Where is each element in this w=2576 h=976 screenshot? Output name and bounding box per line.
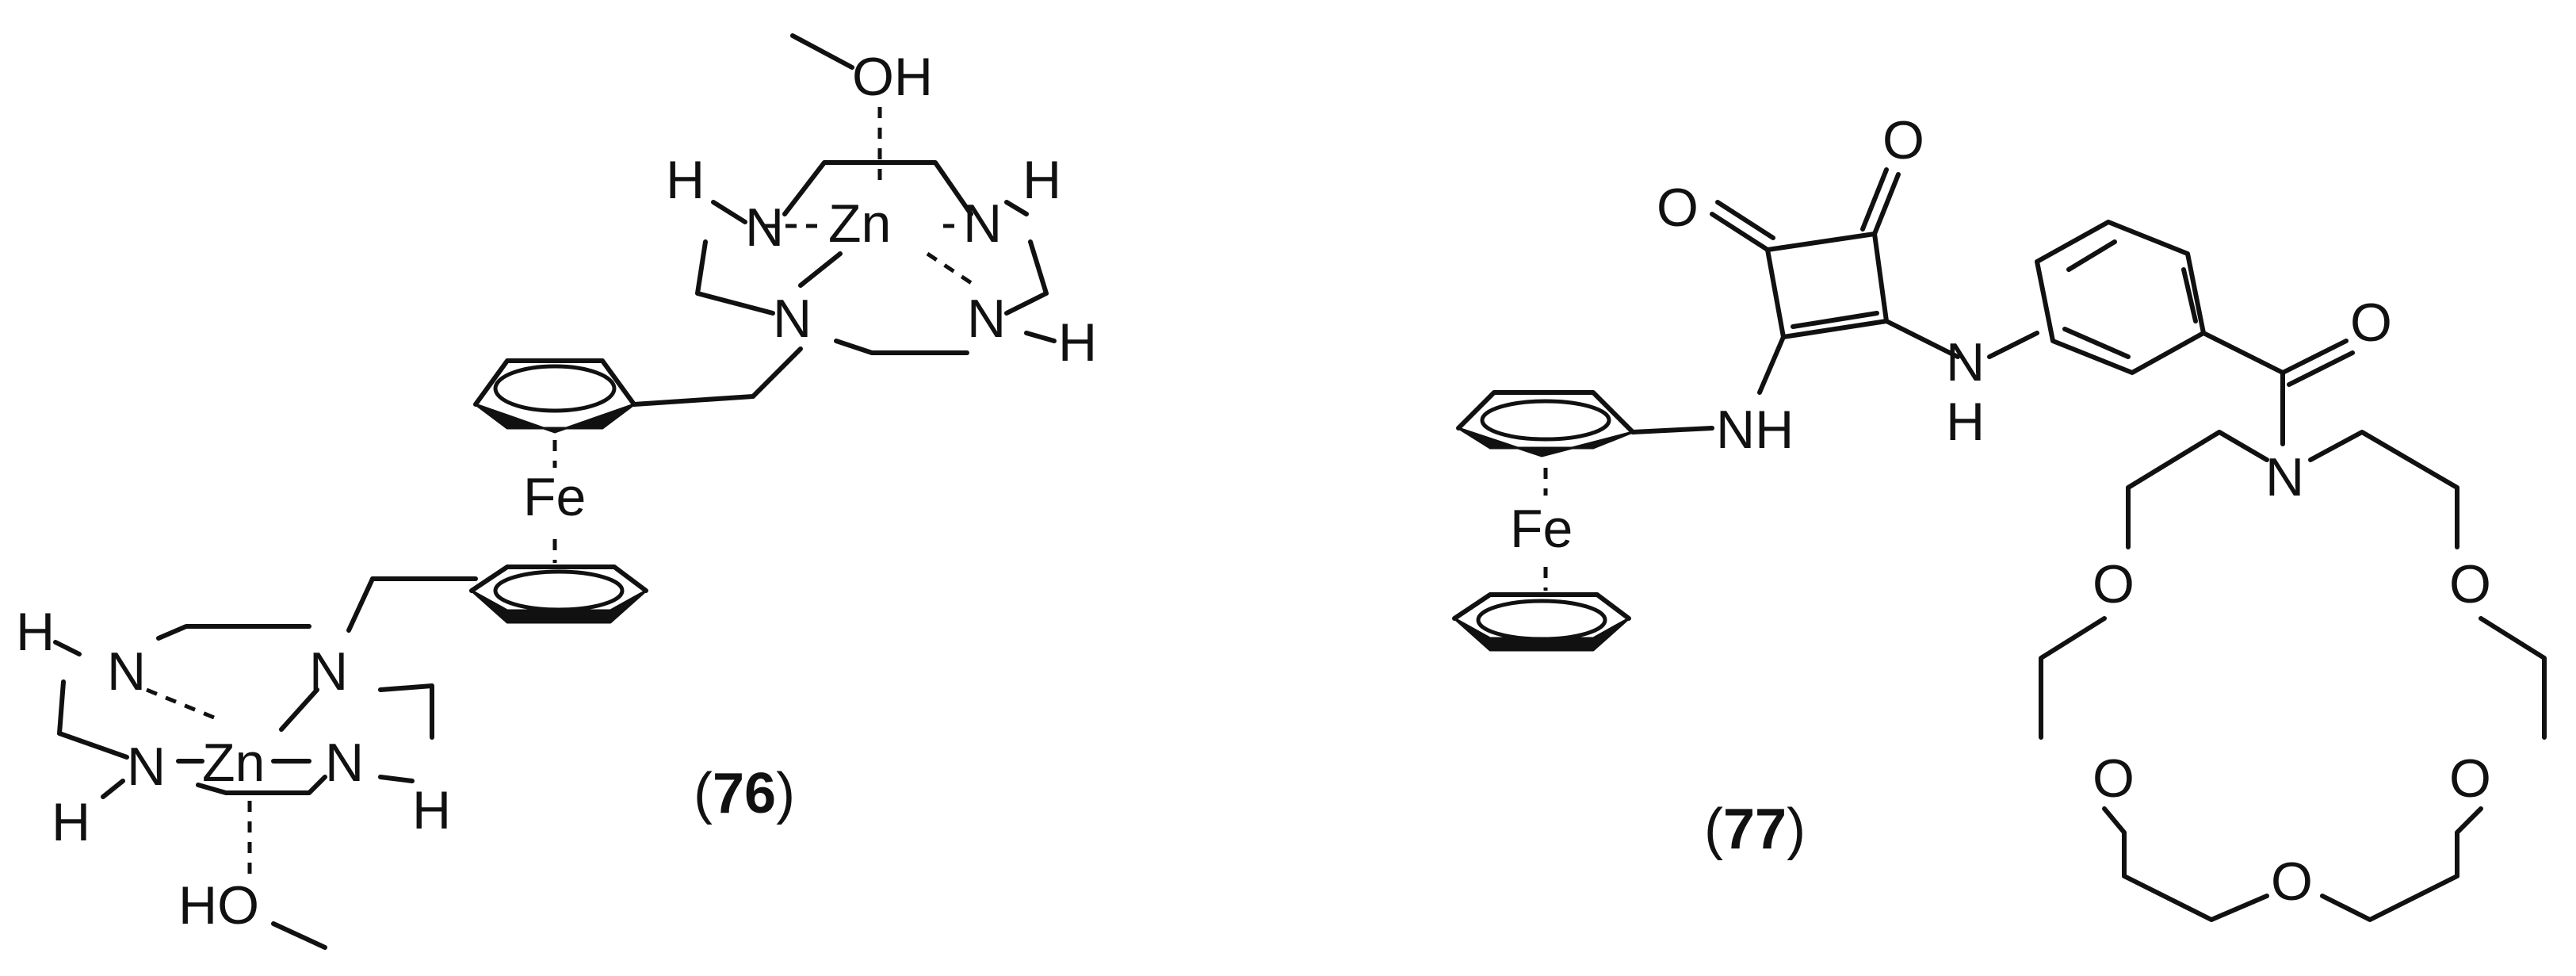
top-h-upper-right: H	[1022, 150, 1061, 210]
compound-76-label-open: (	[694, 762, 713, 825]
top-n-lower-right: N	[967, 289, 1006, 349]
bottom-zn-label: Zn	[202, 733, 265, 793]
bottom-n-upper-right: N	[309, 641, 348, 702]
bottom-ho-label: HO	[178, 875, 259, 936]
compound-77-label-number: 77	[1723, 798, 1787, 861]
bottom-h-lower-left: H	[52, 792, 90, 852]
compound-76-atoms: OH Zn N N N N H H H Fe N N N N Zn H H H …	[16, 47, 1097, 936]
bottom-h-upper-left: H	[16, 602, 55, 662]
compound-76-label: (76)	[694, 762, 795, 825]
squaramide-o-left: O	[1657, 178, 1699, 238]
compound-77-atoms: O O NH N H Fe O N O O O O O	[1510, 110, 2491, 912]
bottom-n-lower-left: N	[127, 737, 166, 797]
n-mid-label: N	[1946, 332, 1985, 392]
top-n-upper-right: N	[963, 193, 1002, 254]
azacrown-ring	[2039, 430, 2547, 922]
crown-o-3: O	[2093, 748, 2135, 809]
bottom-cyclen-bonds	[53, 624, 434, 950]
top-cp-ring	[473, 358, 755, 468]
h-mid-label: H	[1946, 392, 1985, 452]
crown-o-4: O	[2449, 748, 2491, 809]
amide-o-label: O	[2350, 293, 2392, 353]
squaramide-ring	[1710, 167, 1960, 395]
compound-76-label-number: 76	[713, 762, 776, 825]
crown-n-label: N	[2265, 447, 2304, 507]
bottom-cp-ring	[346, 539, 648, 633]
top-n-upper-left: N	[745, 197, 784, 258]
compound-76: OH Zn N N N N H H H Fe N N N N Zn H H H …	[16, 33, 1097, 950]
fe-77-label: Fe	[1510, 499, 1573, 559]
top-zn-label: Zn	[828, 193, 891, 254]
top-n-lower-left: N	[773, 289, 812, 349]
bottom-n-upper-left: N	[107, 641, 146, 702]
compound-77-label-open: (	[1704, 798, 1723, 861]
nh-left-label: NH	[1716, 400, 1794, 460]
compound-76-label-close: )	[776, 762, 795, 825]
compound-77-label: (77)	[1704, 798, 1806, 861]
crown-o-5: O	[2271, 852, 2313, 912]
top-h-upper-left: H	[666, 150, 705, 210]
top-methanol	[790, 33, 882, 182]
compound-77: O O NH N H Fe O N O O O O O (77)	[1452, 110, 2547, 922]
crown-o-1: O	[2093, 554, 2135, 614]
top-oh-label: OH	[852, 47, 933, 107]
compound-77-label-close: )	[1787, 798, 1806, 861]
benzene-ring	[1987, 220, 2355, 446]
top-h-lower-right: H	[1058, 312, 1097, 373]
fe-76-label: Fe	[523, 467, 586, 527]
ferrocene-77	[1452, 390, 1714, 652]
bottom-h-lower-right: H	[412, 780, 451, 840]
bottom-n-lower-right: N	[325, 733, 364, 793]
crown-o-2: O	[2449, 554, 2491, 614]
top-cyclen-bonds	[695, 160, 1057, 399]
squaramide-o-top: O	[1882, 110, 1924, 170]
